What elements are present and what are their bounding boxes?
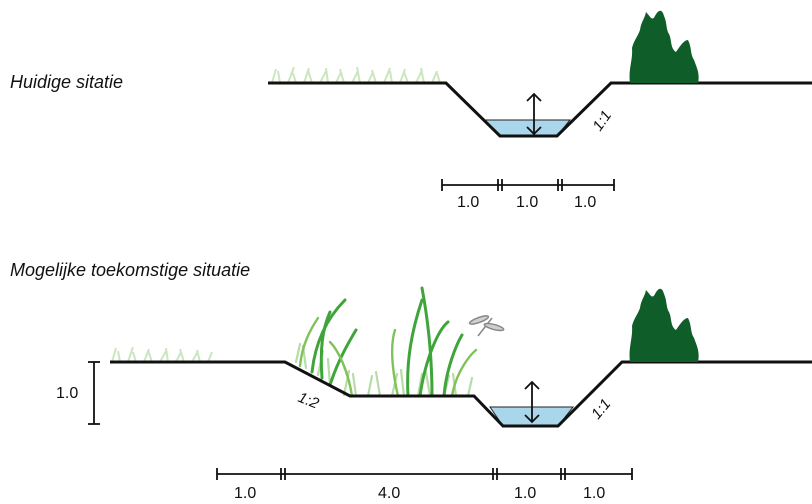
dimension-label-future-4: 1.0 [583,485,605,502]
dimension-label-current-1: 1.0 [457,194,479,211]
dimension-label-current-2: 1.0 [516,194,538,211]
dimension-label-future-3: 1.0 [514,485,536,502]
slope-label-future-left: 1:2 [296,389,322,413]
bush-icon-future [629,288,699,362]
water-level-arrow-current [526,92,542,136]
water-level-arrow-future [524,380,540,424]
dimension-line-current [441,179,615,191]
grass-patch-current [271,66,441,84]
slope-label-current: 1:1 [589,107,615,134]
slope-label-future-right: 1:1 [588,396,614,423]
ground-profile-future [110,360,812,428]
dimension-label-future-2: 4.0 [378,485,400,502]
dimension-label-current-3: 1.0 [574,194,596,211]
height-dimension-bracket [88,361,100,425]
future-situation-title: Mogelijke toekomstige situatie [10,260,250,280]
dragonfly-icon [468,315,505,337]
reed-vegetation [294,286,478,398]
bush-icon-current [629,10,699,84]
dimension-label-future-1: 1.0 [234,485,256,502]
current-situation-title: Huidige sitatie [10,72,123,92]
grass-patch-future-left [111,346,213,363]
dimension-line-future [216,468,633,480]
height-label: 1.0 [56,385,78,402]
